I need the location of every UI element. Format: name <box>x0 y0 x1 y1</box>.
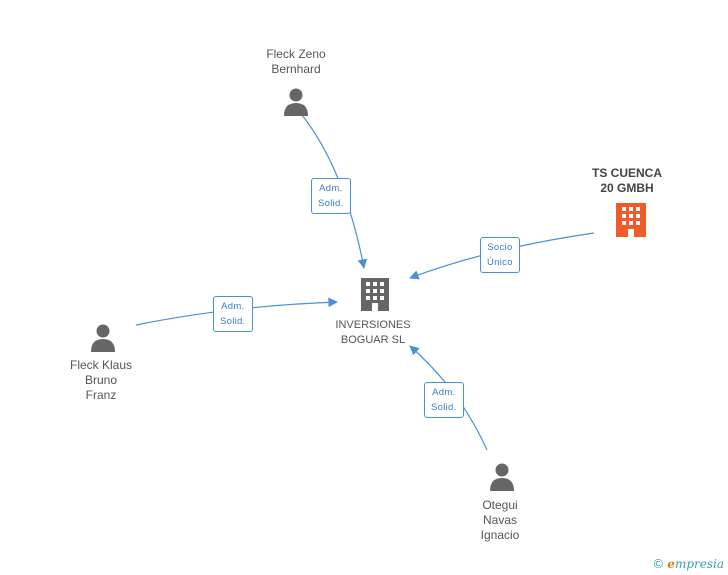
person-icon[interactable] <box>490 463 514 492</box>
edge-label-tscuenca[interactable]: Socio Único <box>480 237 520 273</box>
node-label-fleck-klaus[interactable]: Fleck Klaus Bruno Franz <box>69 358 133 402</box>
copyright-symbol: © <box>652 557 665 571</box>
person-icon[interactable] <box>91 324 115 353</box>
node-label-inversiones[interactable]: INVERSIONES BOGUAR SL <box>335 319 411 346</box>
node-label-otegui[interactable]: Otegui Navas Ignacio <box>480 498 520 542</box>
edge-label-klaus[interactable]: Adm. Solid. <box>213 296 253 332</box>
brand-rest: mpresia <box>674 557 724 571</box>
building-icon[interactable] <box>616 203 646 237</box>
edge-label-zeno[interactable]: Adm. Solid. <box>311 178 351 214</box>
node-label-fleck-zeno[interactable]: Fleck Zeno Bernhard <box>266 47 326 76</box>
person-icon[interactable] <box>284 88 308 117</box>
empresia-logo: ©empresia <box>652 557 724 571</box>
edge-label-otegui[interactable]: Adm. Solid. <box>424 382 464 418</box>
node-label-ts-cuenca[interactable]: TS CUENCA 20 GMBH <box>591 166 662 195</box>
building-icon[interactable] <box>361 278 389 311</box>
brand-initial: e <box>667 557 675 571</box>
